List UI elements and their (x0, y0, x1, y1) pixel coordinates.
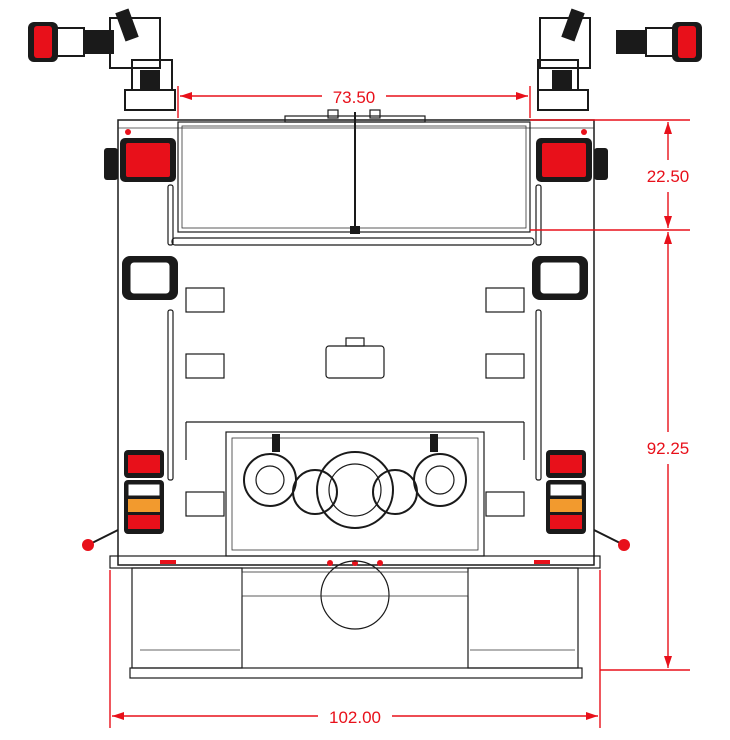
upper-compartment (177, 109, 531, 234)
pump-panel (185, 421, 525, 557)
left-lever (82, 529, 119, 551)
dimension-top-width-label: 73.50 (333, 88, 376, 107)
right-upper-tail-light (536, 138, 608, 182)
right-roof-monitor (537, 8, 702, 111)
left-upper-tail-light (104, 138, 176, 182)
grab-rail (171, 237, 535, 246)
chassis-and-wheels (129, 560, 583, 679)
left-lower-light-cluster (124, 450, 164, 534)
dimension-overall-width (109, 570, 601, 728)
right-backup-light (532, 256, 588, 300)
dimension-overall-width-label: 102.00 (329, 708, 381, 727)
left-backup-light (122, 256, 178, 300)
dimension-body-height-label: 92.25 (647, 439, 690, 458)
rear-step-wells (185, 287, 525, 517)
right-lower-light-cluster (546, 450, 586, 534)
left-roof-monitor (28, 8, 176, 111)
dimension-upper-height (530, 119, 690, 231)
tailboard (109, 555, 601, 569)
dimension-upper-height-label: 22.50 (647, 167, 690, 186)
right-lever (593, 529, 630, 551)
dimension-body-height (600, 232, 690, 671)
dimension-top-width (177, 86, 531, 118)
